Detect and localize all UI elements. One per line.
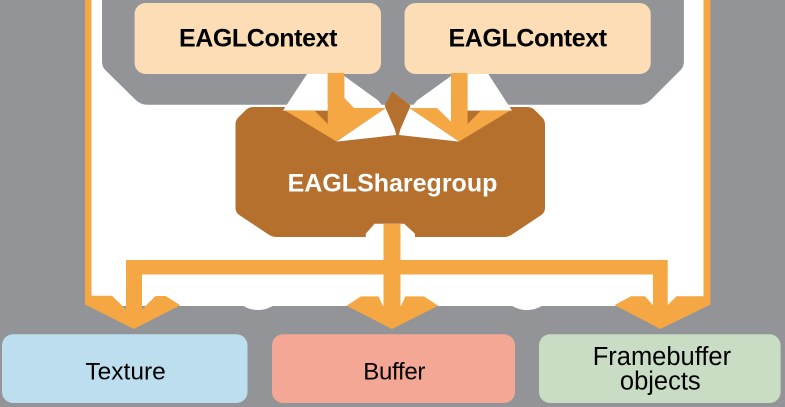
svg-text:Texture: Texture: [85, 358, 165, 385]
svg-text:EAGLContext: EAGLContext: [179, 25, 338, 53]
svg-text:EAGLSharegroup: EAGLSharegroup: [288, 170, 498, 198]
svg-text:Framebuffer: Framebuffer: [593, 343, 732, 371]
svg-text:objects: objects: [620, 367, 701, 395]
svg-text:Buffer: Buffer: [363, 358, 425, 385]
svg-text:EAGLContext: EAGLContext: [449, 25, 608, 53]
